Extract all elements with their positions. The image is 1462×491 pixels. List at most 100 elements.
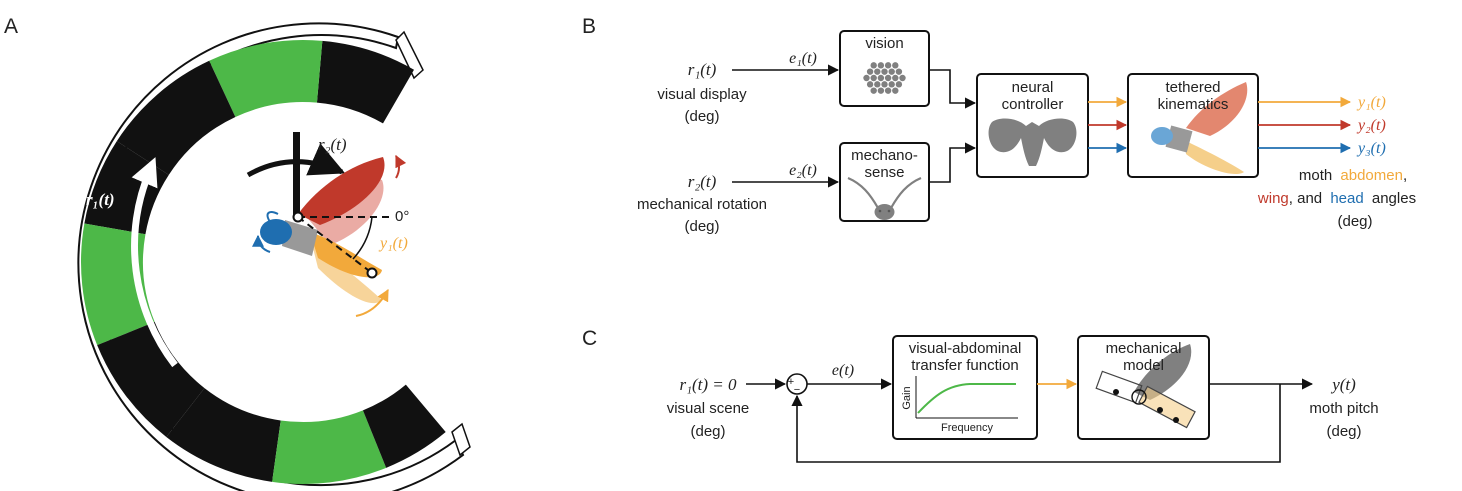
output-label: moth pitch [1309, 400, 1378, 417]
ommatidium [895, 68, 903, 75]
panel-b: B r₁(t) visual display (deg) e₁(t) r₂(t)… [582, 15, 1416, 235]
kinematics-abdomen-icon [1184, 140, 1244, 174]
output-caption-line2: wing, and head angles [1257, 190, 1416, 207]
panel-c: C r₁(t) = 0 visual scene (deg) + − e(t) … [582, 327, 1379, 463]
ommatidium [881, 68, 888, 75]
tether-rod [293, 132, 300, 218]
input-scene-label: visual scene [667, 400, 750, 417]
tf-label-line1: visual-abdominal [909, 340, 1022, 357]
tethered-label-line1: tethered [1165, 79, 1220, 96]
ommatidium [892, 87, 899, 94]
y1-label: y₁(t) [378, 235, 408, 252]
vision-block-label: vision [865, 35, 903, 52]
neural-label-line2: controller [1002, 96, 1064, 113]
tf-gain-curve [917, 383, 1016, 414]
panel-c-letter: C [582, 327, 597, 350]
r1-rotation-arrow [131, 157, 178, 368]
moth-head [260, 219, 292, 245]
transfer-function-block: visual-abdominal transfer function Gain … [892, 335, 1038, 440]
output-unit: (deg) [1326, 423, 1361, 440]
arena-stripe-2 [116, 60, 236, 175]
moth-wing-front [298, 157, 385, 225]
r2-rotation-arrow [246, 143, 346, 178]
model-abdomen-frame [1138, 385, 1196, 429]
arrow-mechano-to-controller [929, 142, 977, 183]
error-e1-label: e₁(t) [789, 50, 817, 67]
ommatidium [888, 68, 895, 75]
input-scene-unit: (deg) [690, 423, 725, 440]
ommatidium [892, 62, 899, 69]
neural-controller-block: neural controller [976, 73, 1089, 178]
arena-rim-bottom-end [451, 422, 471, 457]
input-r2-signal: r₂(t) [688, 172, 717, 191]
ommatidium [866, 68, 874, 75]
ommatidium [881, 81, 888, 88]
ommatidium [874, 81, 881, 88]
ommatidium [877, 74, 885, 82]
model-label-line2: model [1123, 357, 1164, 374]
input-r1-unit: (deg) [684, 108, 719, 125]
ommatidium [884, 74, 892, 82]
tf-gain-axis-label: Gain [901, 386, 913, 409]
mechano-label-line1: mechano- [851, 147, 918, 164]
summing-junction: + − [786, 373, 808, 396]
arena-stripe-1 [209, 40, 323, 117]
neural-label-line1: neural [1012, 79, 1054, 96]
output-y1-label: y₁(t) [1356, 94, 1386, 111]
pivot-point [292, 211, 304, 223]
panel-a-letter: A [4, 15, 18, 38]
feedback-path [791, 384, 1281, 463]
y1-angle-arc [352, 216, 373, 260]
ommatidium [874, 68, 881, 75]
panel-a: A r₁(t) r₂(t) [4, 15, 471, 491]
panel-b-letter: B [582, 15, 596, 38]
sum-plus-sign: + [788, 376, 794, 388]
brain-icon [988, 118, 1077, 166]
model-thorax-frame [1095, 370, 1143, 404]
tethered-label-line2: kinematics [1158, 96, 1229, 113]
input-r2-label: mechanical rotation [637, 196, 767, 213]
model-label-line1: mechanical [1106, 340, 1182, 357]
mechano-label-line2: sense [864, 164, 904, 181]
output-caption-line1: moth abdomen, [1299, 167, 1407, 184]
arena-stripe-6 [166, 388, 281, 482]
r1-label: r₁(t) [86, 190, 115, 209]
vision-block: vision [839, 30, 930, 107]
arena-stripe-7 [272, 410, 387, 484]
moth-abdomen [310, 232, 382, 278]
mechanical-model-block: mechanical model [1077, 335, 1210, 440]
arena-stripe-5 [97, 321, 205, 437]
ommatidium [870, 74, 877, 82]
abdomen-tip-point [366, 267, 378, 279]
output-y2-label: y₂(t) [1356, 117, 1386, 134]
ommatidium [866, 81, 874, 88]
abdomen-angle-line [297, 216, 373, 274]
ommatidium [870, 87, 877, 94]
ommatidium [892, 74, 899, 82]
head-motion-arrow [252, 234, 271, 253]
ommatidium [899, 74, 906, 82]
ommatidium [863, 74, 870, 82]
arena-stripe-8 [362, 384, 446, 468]
ommatidium [877, 62, 885, 69]
input-r1-label: visual display [657, 86, 747, 103]
output-y3-label: y₃(t) [1356, 140, 1386, 157]
sum-minus-sign: − [794, 384, 800, 396]
r2-label: r₂(t) [318, 135, 347, 154]
error-e2-label: e₂(t) [789, 162, 817, 179]
error-e-label: e(t) [832, 362, 854, 379]
moth-illustration: r₂(t) 0° y₁(t) [246, 132, 409, 317]
kinematics-thorax-icon [1165, 125, 1193, 153]
tf-frequency-axis-label: Frequency [941, 422, 993, 434]
input-r2-unit: (deg) [684, 218, 719, 235]
output-caption-unit: (deg) [1337, 213, 1372, 230]
model-joint-icon [1131, 389, 1147, 405]
ommatidium [888, 81, 895, 88]
arena-stripe-0 [316, 40, 414, 124]
compound-eye-icon [863, 62, 906, 94]
ommatidium [884, 62, 892, 69]
abdomen-motion-arrow [355, 288, 389, 317]
mechanosense-block: mechano- sense [839, 142, 930, 222]
tf-label-line2: transfer function [911, 357, 1019, 374]
antennae-icon [847, 176, 922, 220]
